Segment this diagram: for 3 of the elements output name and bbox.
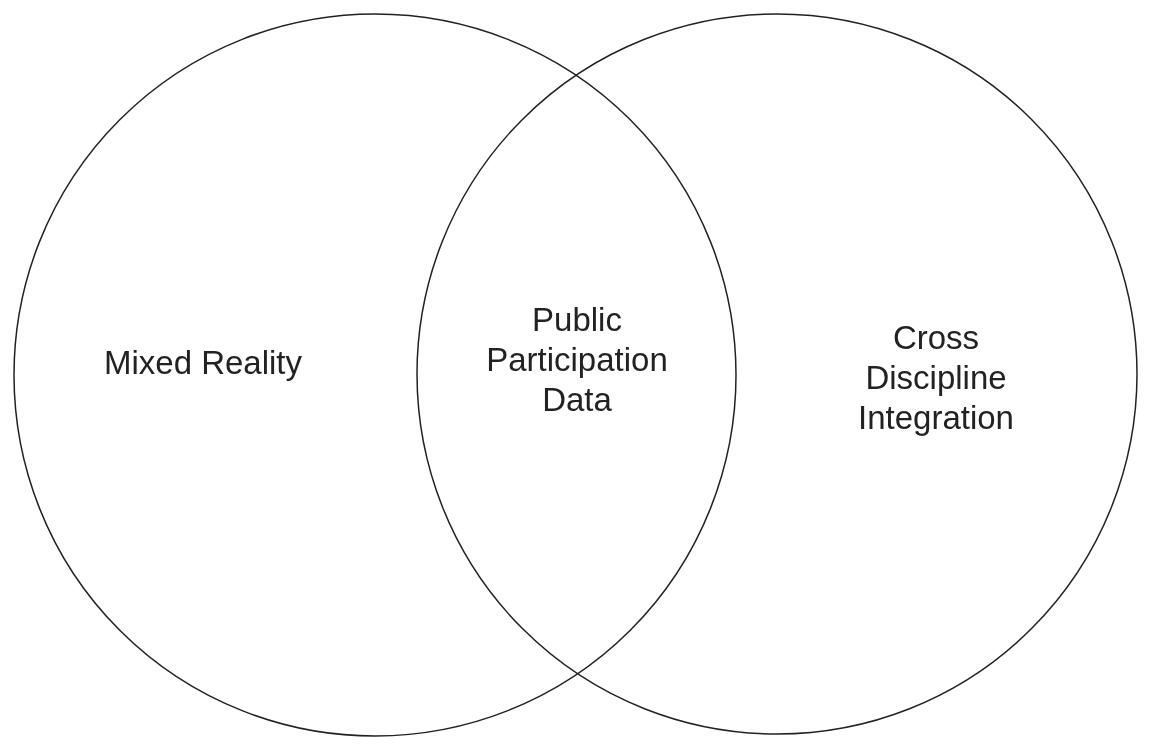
overlap-label: Public Participation Data: [485, 300, 669, 420]
circle-label: Cross Discipline Integration: [857, 318, 1015, 438]
circle-label: Mixed Reality: [102, 343, 304, 383]
